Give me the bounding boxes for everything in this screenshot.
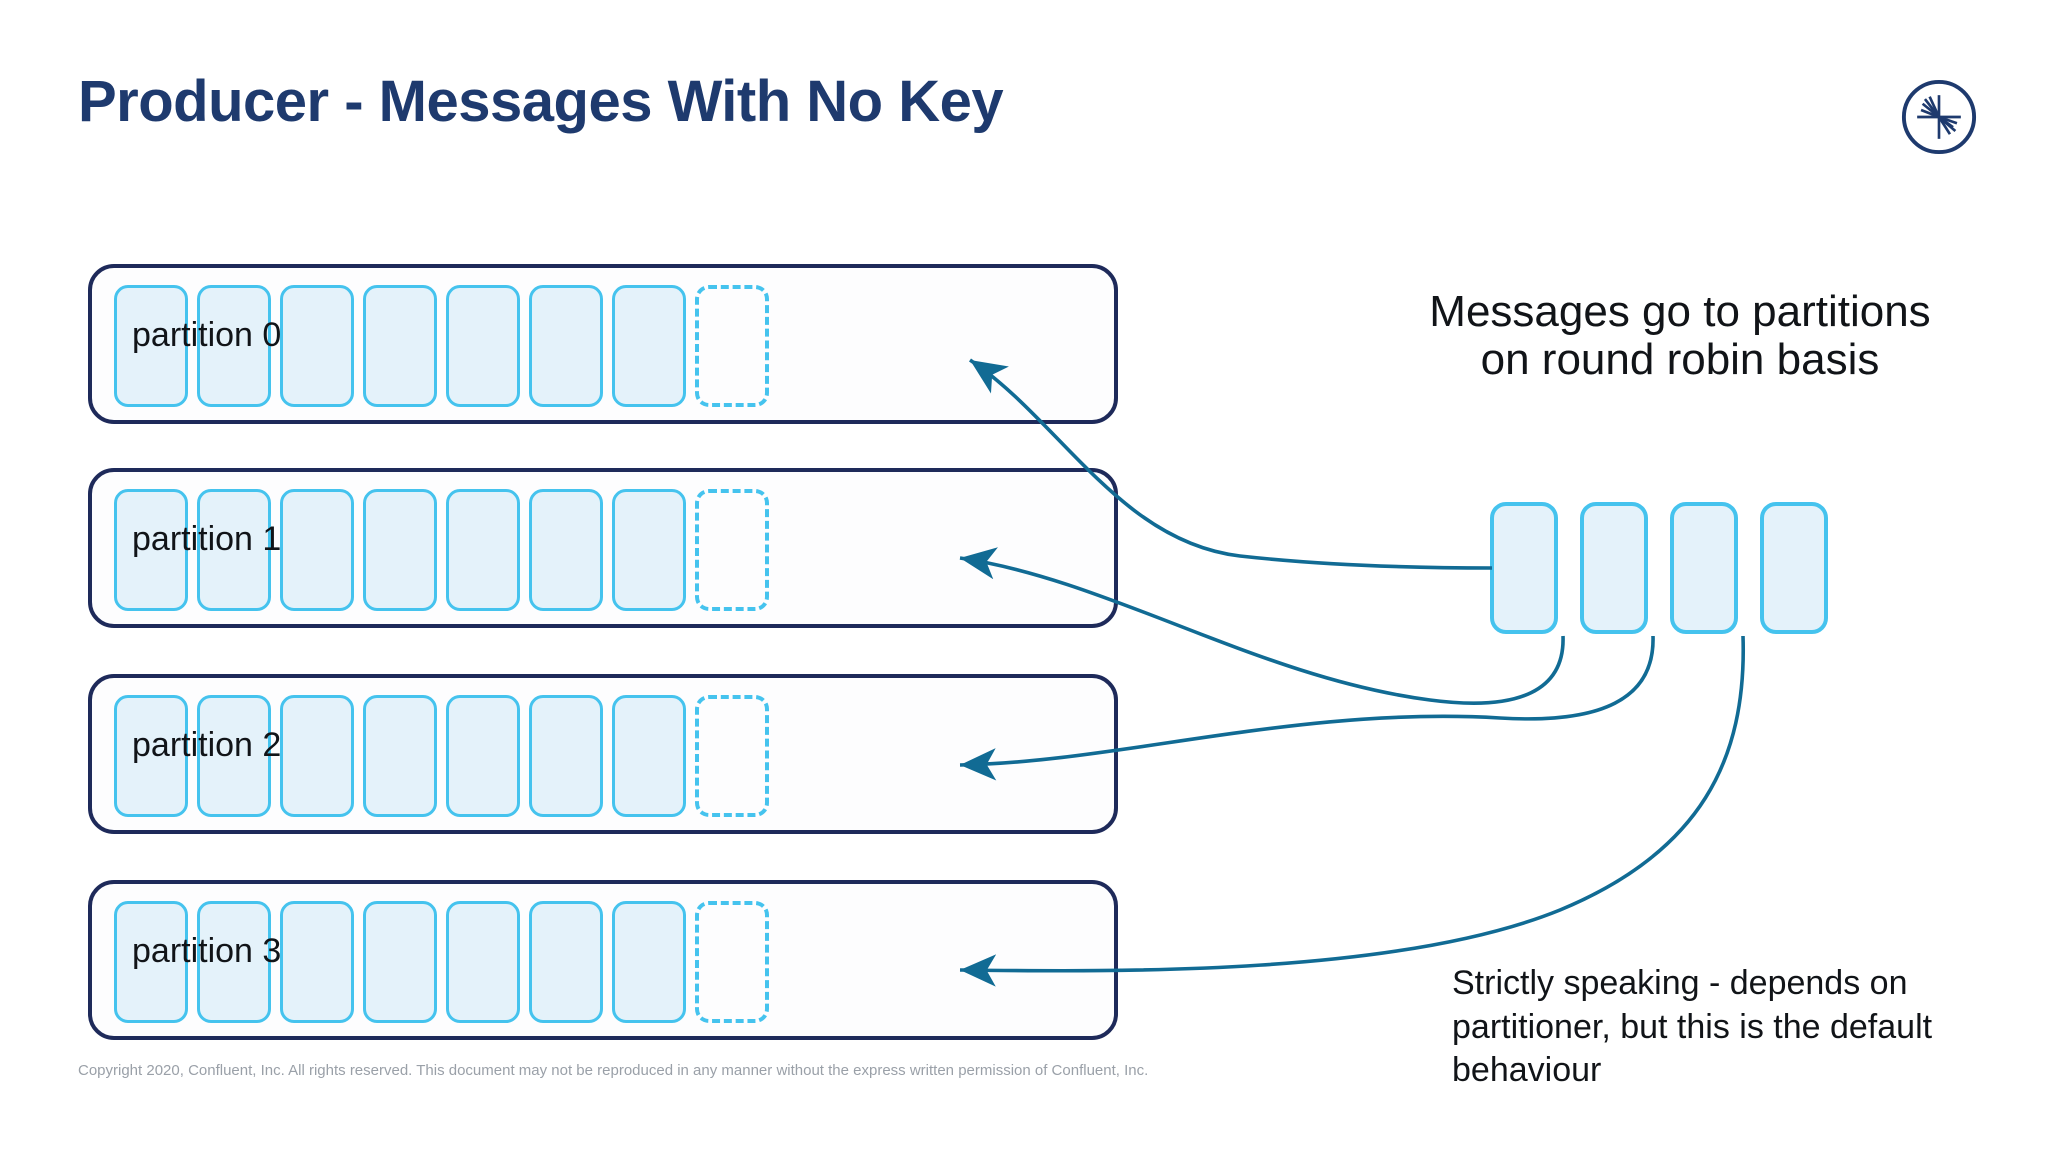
incoming-message-3 — [1670, 502, 1738, 634]
message-cell — [280, 695, 354, 817]
empty-slot-cell — [695, 901, 769, 1023]
message-cell — [529, 285, 603, 407]
partition-cells — [114, 285, 769, 407]
empty-slot-cell — [695, 695, 769, 817]
empty-slot-cell — [695, 285, 769, 407]
incoming-message-queue — [1490, 502, 1828, 634]
message-cell — [280, 901, 354, 1023]
message-cell — [529, 901, 603, 1023]
incoming-message-4 — [1760, 502, 1828, 634]
message-cell — [363, 489, 437, 611]
message-cell — [529, 489, 603, 611]
message-cell — [612, 695, 686, 817]
partition-row-1[interactable]: partition 1 — [88, 468, 1118, 628]
message-cell — [114, 285, 188, 407]
message-cell — [446, 901, 520, 1023]
message-cell — [612, 489, 686, 611]
message-cell — [612, 901, 686, 1023]
message-cell — [280, 285, 354, 407]
round-robin-note: Messages go to partitions on round robin… — [1429, 287, 1931, 384]
message-cell — [363, 901, 437, 1023]
message-cell — [197, 285, 271, 407]
message-cell — [363, 285, 437, 407]
confluent-starburst-logo-icon — [1900, 78, 1978, 156]
partition-cells — [114, 489, 769, 611]
message-cell — [280, 489, 354, 611]
message-cell — [446, 489, 520, 611]
partition-row-2[interactable]: partition 2 — [88, 674, 1118, 834]
incoming-message-2 — [1580, 502, 1648, 634]
partitioner-caveat-note: Strictly speaking - depends on partition… — [1452, 964, 1933, 1090]
message-cell — [197, 695, 271, 817]
copyright-footer: Copyright 2020, Confluent, Inc. All righ… — [78, 1062, 1149, 1079]
message-cell — [363, 695, 437, 817]
message-cell — [529, 695, 603, 817]
partition-row-0[interactable]: partition 0 — [88, 264, 1118, 424]
message-cell — [114, 489, 188, 611]
message-cell — [446, 285, 520, 407]
message-cell — [114, 695, 188, 817]
message-cell — [446, 695, 520, 817]
page-title: Producer - Messages With No Key — [78, 69, 1004, 134]
message-cell — [114, 901, 188, 1023]
partition-cells — [114, 901, 769, 1023]
partition-row-3[interactable]: partition 3 — [88, 880, 1118, 1040]
message-cell — [197, 901, 271, 1023]
partition-cells — [114, 695, 769, 817]
message-cell — [197, 489, 271, 611]
incoming-message-1 — [1490, 502, 1558, 634]
empty-slot-cell — [695, 489, 769, 611]
message-cell — [612, 285, 686, 407]
